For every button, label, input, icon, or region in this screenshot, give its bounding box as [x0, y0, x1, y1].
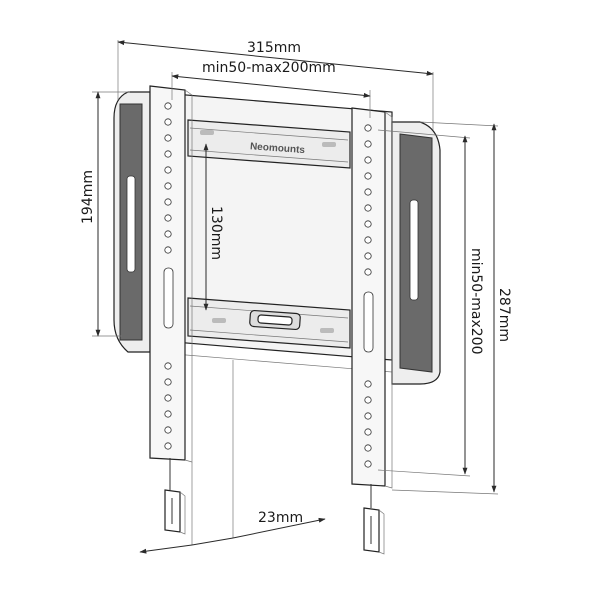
mount-hole — [364, 124, 372, 132]
label-wall-distance: 23mm — [258, 510, 303, 526]
mount-hole — [164, 166, 172, 174]
dim-vesa-height: min50-max200 — [377, 129, 484, 477]
mount-hole — [364, 140, 372, 148]
mount-hole — [164, 118, 172, 126]
mount-hole — [364, 428, 372, 436]
mount-hole — [364, 444, 372, 452]
left-vertical-arm — [149, 85, 193, 463]
right-vertical-arm — [351, 107, 393, 489]
mount-hole — [364, 172, 372, 180]
dim-total-width: 315mm — [117, 40, 434, 130]
label-slot-height: 130mm — [208, 206, 224, 260]
mount-hole — [364, 236, 372, 244]
mount-hole — [164, 214, 172, 222]
mount-hole — [364, 396, 372, 404]
right-wall-pad — [391, 121, 441, 385]
mount-hole — [164, 442, 172, 450]
left-safety-lock — [164, 458, 186, 535]
right-safety-lock — [363, 484, 385, 555]
mount-hole — [164, 394, 172, 402]
mount-hole — [364, 188, 372, 196]
dim-vesa-width: min50-max200mm — [171, 60, 371, 118]
wall-plate — [149, 91, 393, 373]
mount-hole — [164, 246, 172, 254]
label-total-height: 287mm — [496, 288, 512, 342]
left-arm-holes — [164, 102, 172, 450]
brand-label: Neomounts — [250, 141, 306, 156]
mount-hole — [364, 220, 372, 228]
mount-hole — [164, 378, 172, 386]
mount-hole — [164, 362, 172, 370]
mount-hole — [164, 230, 172, 238]
label-vesa-height: min50-max200 — [468, 248, 484, 355]
mount-hole — [164, 182, 172, 190]
dim-plate-height: 194mm — [80, 91, 130, 337]
left-wall-pad — [113, 91, 151, 353]
dim-slot-height: 130mm — [203, 143, 224, 311]
mount-hole — [364, 380, 372, 388]
mount-hole — [164, 410, 172, 418]
mount-hole — [164, 426, 172, 434]
mount-hole — [364, 156, 372, 164]
mount-hole — [164, 150, 172, 158]
mount-hole — [164, 198, 172, 206]
right-arm-holes — [364, 124, 372, 468]
mount-hole — [364, 412, 372, 420]
mount-hole — [364, 460, 372, 468]
label-vesa-width: min50-max200mm — [202, 60, 336, 76]
label-plate-height: 194mm — [80, 170, 96, 224]
mount-hole — [364, 268, 372, 276]
dim-total-height: 287mm — [391, 121, 512, 495]
mount-hole — [364, 204, 372, 212]
label-total-width: 315mm — [247, 40, 301, 56]
mount-hole — [164, 134, 172, 142]
mount-hole — [164, 102, 172, 110]
dim-wall-distance: 23mm — [139, 360, 326, 554]
mount-hole — [364, 252, 372, 260]
